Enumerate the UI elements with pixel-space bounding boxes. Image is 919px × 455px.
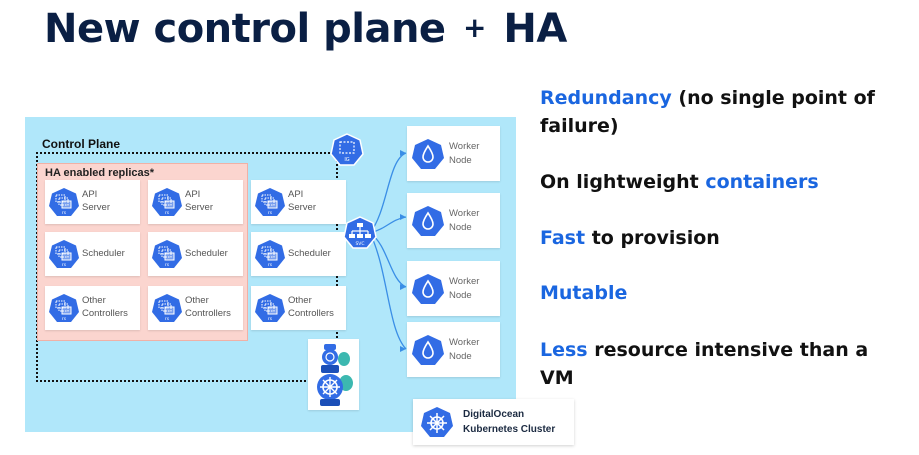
service-icon-label: SVC <box>355 241 364 247</box>
replicaset-icon: rs <box>152 240 182 268</box>
worker-node-icon <box>412 139 444 169</box>
scheduler-card-1: rs Scheduler <box>45 232 140 276</box>
replicaset-icon: rs <box>255 294 285 322</box>
replicaset-icon: rs <box>152 188 182 216</box>
kubernetes-mascot-icon <box>317 344 353 406</box>
replicaset-icon-label: rs <box>268 316 273 322</box>
replicaset-icon-label: rs <box>268 262 273 268</box>
worker-node-icon <box>412 206 444 236</box>
kubernetes-wheel-icon <box>421 407 453 437</box>
service-icon: SVC <box>343 216 377 249</box>
replicaset-icon-label: rs <box>62 210 67 216</box>
replicaset-icon: rs <box>49 294 79 322</box>
control-plane-label: Control Plane <box>42 137 121 151</box>
replicaset-icon: rs <box>49 240 79 268</box>
replicaset-icon-label: rs <box>165 210 170 216</box>
bullet-fast: Fast to provision <box>540 227 720 249</box>
replicaset-icon-label: rs <box>268 210 273 216</box>
replicaset-icon-label: rs <box>165 316 170 322</box>
title-plus: + <box>463 11 486 44</box>
title-suffix: HA <box>503 6 567 52</box>
replicaset-icon: rs <box>49 188 79 216</box>
component-label: Scheduler <box>82 247 125 259</box>
bullet-mutable: Mutable <box>540 282 628 304</box>
ha-replicas-label: HA enabled replicas* <box>45 167 155 179</box>
replicaset-icon: rs <box>255 240 285 268</box>
replicaset-icon-label: rs <box>165 262 170 268</box>
title-main: New control plane <box>44 6 446 52</box>
replicaset-icon-label: rs <box>62 316 67 322</box>
kubernetes-mascot-card <box>308 339 359 410</box>
scheduler-card-3: rs Scheduler <box>251 232 346 276</box>
replicaset-icon: rs <box>255 188 285 216</box>
worker-node-icon <box>412 335 444 365</box>
scheduler-card-2: rs Scheduler <box>148 232 243 276</box>
replicaset-icon: rs <box>152 294 182 322</box>
component-label: Scheduler <box>185 247 228 259</box>
slide-title: New control plane + HA <box>44 6 567 52</box>
component-label: Scheduler <box>288 247 331 259</box>
replicaset-icon-label: rs <box>62 262 67 268</box>
ingress-icon: IG <box>330 133 364 166</box>
worker-node-icon <box>412 274 444 304</box>
ingress-icon-label: IG <box>344 157 349 163</box>
bullet-lightweight: On lightweight containers <box>540 171 819 193</box>
